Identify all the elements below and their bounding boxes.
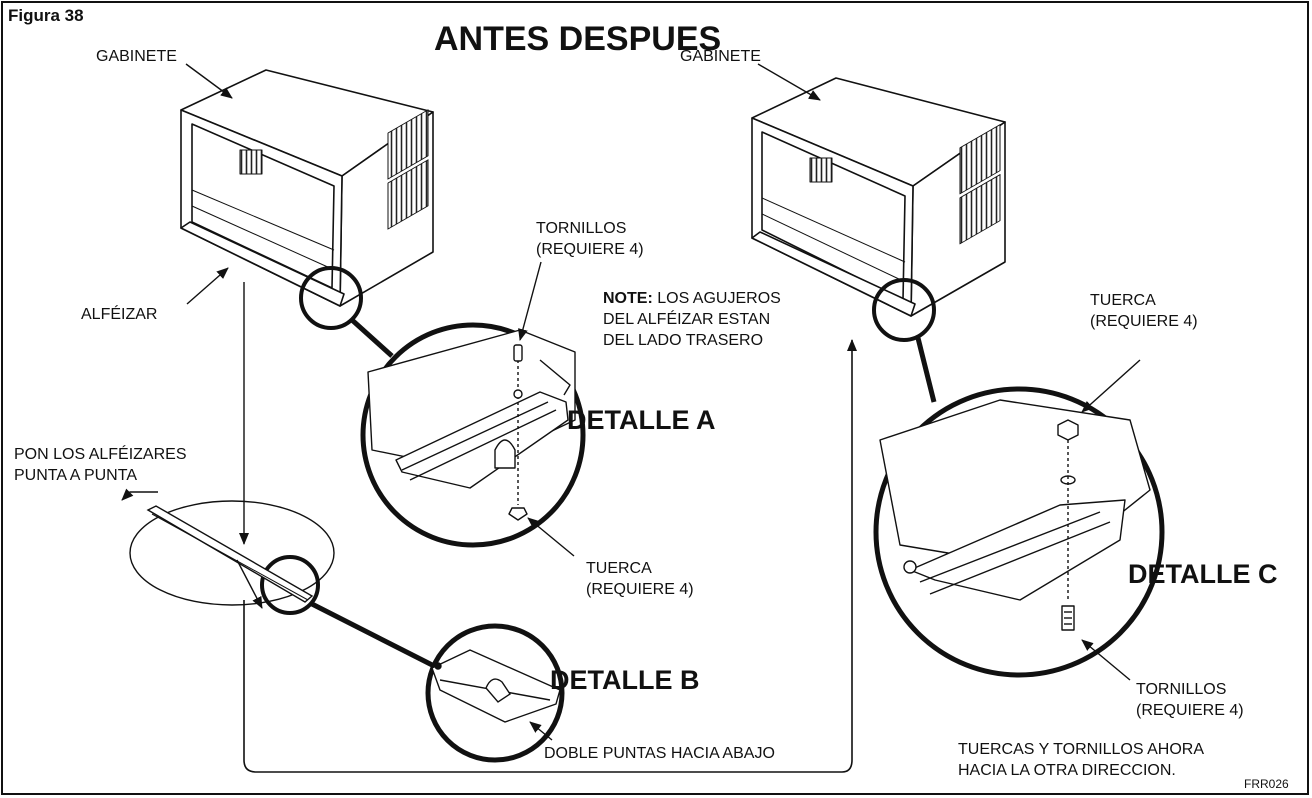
fold-tips-label: DOBLE PUNTAS HACIA ABAJO [544,745,775,762]
right-small-callout [872,278,936,342]
detail-a-artwork [367,329,576,521]
left-louver-top [387,109,429,180]
left-nut-label: TUERCA (REQUIERE 4) [586,560,694,598]
detail-c-label: DETALLE C [1128,559,1278,589]
sill-holes-note: NOTE: LOS AGUJEROS DEL ALFÉIZAR ESTAN DE… [603,290,781,349]
left-louver-bottom [387,159,429,230]
detail-b-artwork [431,649,561,723]
right-cabinet [751,77,1006,317]
right-inner-vent [809,157,833,183]
right-cabinet-label: GABINETE [680,48,761,65]
leader-arrows [121,63,1141,741]
routing-line [243,339,857,773]
direction-note: TUERCAS Y TORNILLOS AHORA HACIA LA OTRA … [958,741,1205,779]
figure-label: Figura 38 [8,6,84,25]
detail-c-artwork [879,399,1151,631]
right-sill [751,231,916,317]
sill-arrow [236,559,263,609]
right-louver-bottom [959,174,1001,245]
page-title: ANTES DESPUES [434,20,722,58]
left-small-callout [299,266,363,330]
detail-b-label: DETALLE B [550,665,700,695]
left-sill-label: ALFÉIZAR [81,306,158,323]
left-cabinet [180,69,434,307]
left-inner-vent [239,149,263,175]
sill-small-callout [260,555,320,615]
detail-a-label: DETALLE A [567,405,716,435]
drawing-code: FRR026 [1244,777,1289,791]
sills-end-to-end-label: PON LOS ALFÉIZARES PUNTA A PUNTA [14,446,187,484]
right-louver-top [959,124,1001,195]
left-screws-label: TORNILLOS (REQUIERE 4) [536,220,644,258]
sill-ellipse-group [129,500,335,606]
right-screws-label: TORNILLOS (REQUIERE 4) [1136,681,1244,719]
left-cabinet-label: GABINETE [96,48,177,65]
right-nut-label: TUERCA (REQUIERE 4) [1090,292,1198,330]
sill-ellipse [129,500,335,606]
